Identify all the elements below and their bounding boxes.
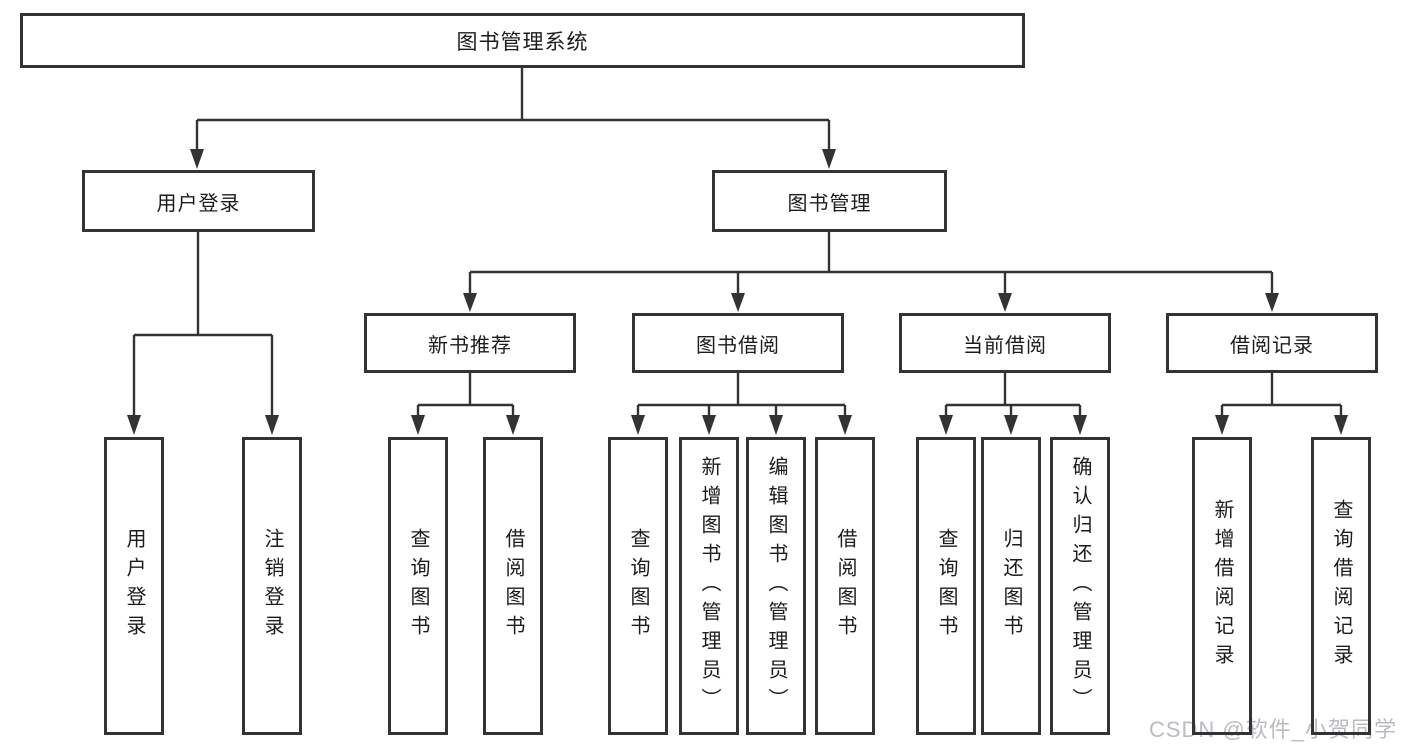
node-book-management: 图书管理 [712, 170, 947, 232]
node-leaf-query-borrow-record: 查询借阅记录 [1311, 437, 1371, 735]
node-leaf-logout: 注销登录 [242, 437, 302, 735]
node-label: 查询图书 [627, 528, 649, 644]
node-label: 新增借阅记录 [1211, 499, 1233, 673]
node-book-borrowing: 图书借阅 [632, 313, 844, 373]
watermark: CSDN @软件_小贺同学 [1148, 717, 1397, 742]
node-label: 图书管理 [787, 192, 872, 215]
node-label: 新书推荐 [428, 334, 512, 357]
node-leaf-query-books-recommend: 查询图书 [388, 437, 448, 735]
node-new-book-recommendation: 新书推荐 [364, 313, 576, 373]
node-user-login: 用户登录 [82, 170, 315, 232]
node-leaf-confirm-return-admin: 确认归还（管理员） [1050, 437, 1110, 735]
node-leaf-borrow-books-recommend: 借阅图书 [483, 437, 543, 735]
node-leaf-borrow-books-borrowing: 借阅图书 [815, 437, 875, 735]
node-label: 查询借阅记录 [1330, 499, 1352, 673]
node-label: 编辑图书（管理员） [765, 455, 787, 717]
node-leaf-add-book-admin: 新增图书（管理员） [679, 437, 739, 735]
node-label: 借阅图书 [502, 528, 524, 644]
node-label: 查询图书 [935, 528, 957, 644]
node-label: 确认归还（管理员） [1069, 455, 1091, 717]
node-label: 查询图书 [407, 528, 429, 644]
node-current-borrowing: 当前借阅 [899, 313, 1111, 373]
node-label: 用户登录 [156, 192, 241, 215]
node-label: 图书管理系统 [456, 30, 589, 54]
node-label: 注销登录 [261, 528, 283, 644]
node-library-management-system: 图书管理系统 [20, 13, 1025, 68]
node-label: 借阅图书 [834, 528, 856, 644]
node-borrowing-records: 借阅记录 [1166, 313, 1378, 373]
node-leaf-query-books-borrowing: 查询图书 [608, 437, 668, 735]
node-label: 借阅记录 [1230, 334, 1314, 357]
node-leaf-return-books: 归还图书 [981, 437, 1041, 735]
node-label: 归还图书 [1000, 528, 1022, 644]
node-leaf-query-books-current: 查询图书 [916, 437, 976, 735]
node-label: 图书借阅 [696, 334, 780, 357]
node-leaf-user-login: 用户登录 [104, 437, 164, 735]
node-leaf-edit-book-admin: 编辑图书（管理员） [746, 437, 806, 735]
node-label: 新增图书（管理员） [698, 455, 720, 717]
node-leaf-add-borrow-record: 新增借阅记录 [1192, 437, 1252, 735]
node-label: 当前借阅 [963, 334, 1047, 357]
node-label: 用户登录 [123, 528, 145, 644]
